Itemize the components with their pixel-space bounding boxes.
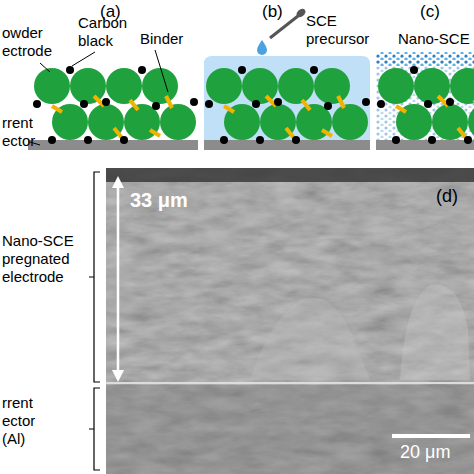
panel-letter: (b) [262, 2, 283, 22]
panel-letter: (d) [436, 186, 458, 208]
scale-label: 20 μm [400, 442, 450, 464]
part-label: rrent ector [2, 114, 52, 150]
panel-letter: (c) [420, 2, 440, 22]
layer-label: rrent ector (Al) [2, 394, 52, 448]
part-label: Binder [140, 30, 183, 48]
part-label: Nano-SCE [398, 30, 470, 48]
part-label: Carbon black [78, 14, 138, 50]
part-label: SCE precursor [306, 12, 374, 48]
part-label: owder ectrode [2, 24, 68, 60]
layer-label: Nano-SCE pregnated electrode [2, 232, 82, 286]
dimension-label: 33 μm [130, 188, 188, 212]
